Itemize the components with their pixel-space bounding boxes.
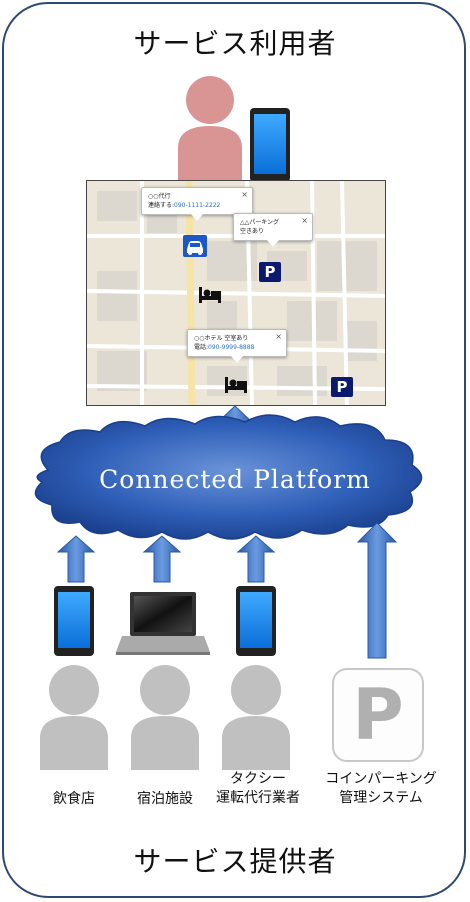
lodging-person-icon: [131, 665, 199, 770]
taxi-info-popup[interactable]: × ○○代行 連絡する:090-1111-2222: [141, 187, 253, 221]
provider-label-lodging: 宿泊施設: [137, 791, 193, 807]
popup-title: △△パーキング: [240, 219, 280, 226]
long-up-arrow-icon: [356, 522, 398, 659]
service-providers-title: サービス提供者: [133, 845, 337, 878]
smartphone-icon: [236, 586, 276, 656]
platform-label: Connected Platform: [99, 465, 371, 494]
phone-link[interactable]: 090-1111-2222: [174, 202, 221, 209]
up-arrow-icon: [142, 535, 182, 583]
map-streets: [87, 181, 385, 405]
popup-text: 連絡する:: [148, 202, 175, 209]
parking-marker-icon[interactable]: P: [259, 262, 281, 282]
phone-link[interactable]: 090-9999-8888: [208, 344, 255, 351]
cloud-shape: [34, 414, 423, 540]
restaurant-person-icon: [40, 665, 108, 770]
up-arrow-icon: [236, 535, 276, 583]
smartphone-icon: [250, 108, 290, 182]
service-users-title: サービス利用者: [133, 27, 337, 60]
close-icon[interactable]: ×: [241, 190, 248, 199]
parking-marker-icon-2[interactable]: P: [331, 377, 353, 397]
up-arrow-icon: [56, 535, 96, 583]
popup-title: ○○代行: [148, 193, 171, 200]
hotel-bed-icon[interactable]: [197, 285, 223, 305]
parking-info-popup[interactable]: × △△パーキング 空きあり: [233, 213, 313, 247]
provider-label-taxi: タクシー 運転代行業者: [216, 771, 300, 806]
close-icon[interactable]: ×: [301, 216, 308, 225]
service-map[interactable]: P P × ○○代行 連絡する:090-1111-2222 × △△パーキング …: [86, 180, 386, 406]
user-figure: [178, 76, 290, 182]
hotel-bed-icon-2[interactable]: [223, 375, 249, 395]
hotel-info-popup[interactable]: × ○○ホテル 空室あり 電話:090-9999-8888: [187, 329, 287, 363]
provider-label-restaurant: 飲食店: [53, 791, 95, 807]
taxi-person-icon: [222, 665, 290, 770]
popup-title: ○○ホテル 空室あり: [194, 335, 249, 342]
provider-label-parking: コインパーキング 管理システム: [325, 771, 437, 806]
popup-text: 空きあり: [240, 228, 265, 235]
laptop-icon: [116, 592, 210, 655]
parking-system-letter: P: [352, 674, 404, 756]
smartphone-icon: [54, 586, 94, 656]
popup-text: 電話:: [194, 344, 209, 351]
taxi-marker-icon[interactable]: [183, 235, 207, 257]
close-icon[interactable]: ×: [275, 332, 282, 341]
user-person-icon: [178, 76, 242, 182]
parking-system-icon: [332, 668, 424, 762]
